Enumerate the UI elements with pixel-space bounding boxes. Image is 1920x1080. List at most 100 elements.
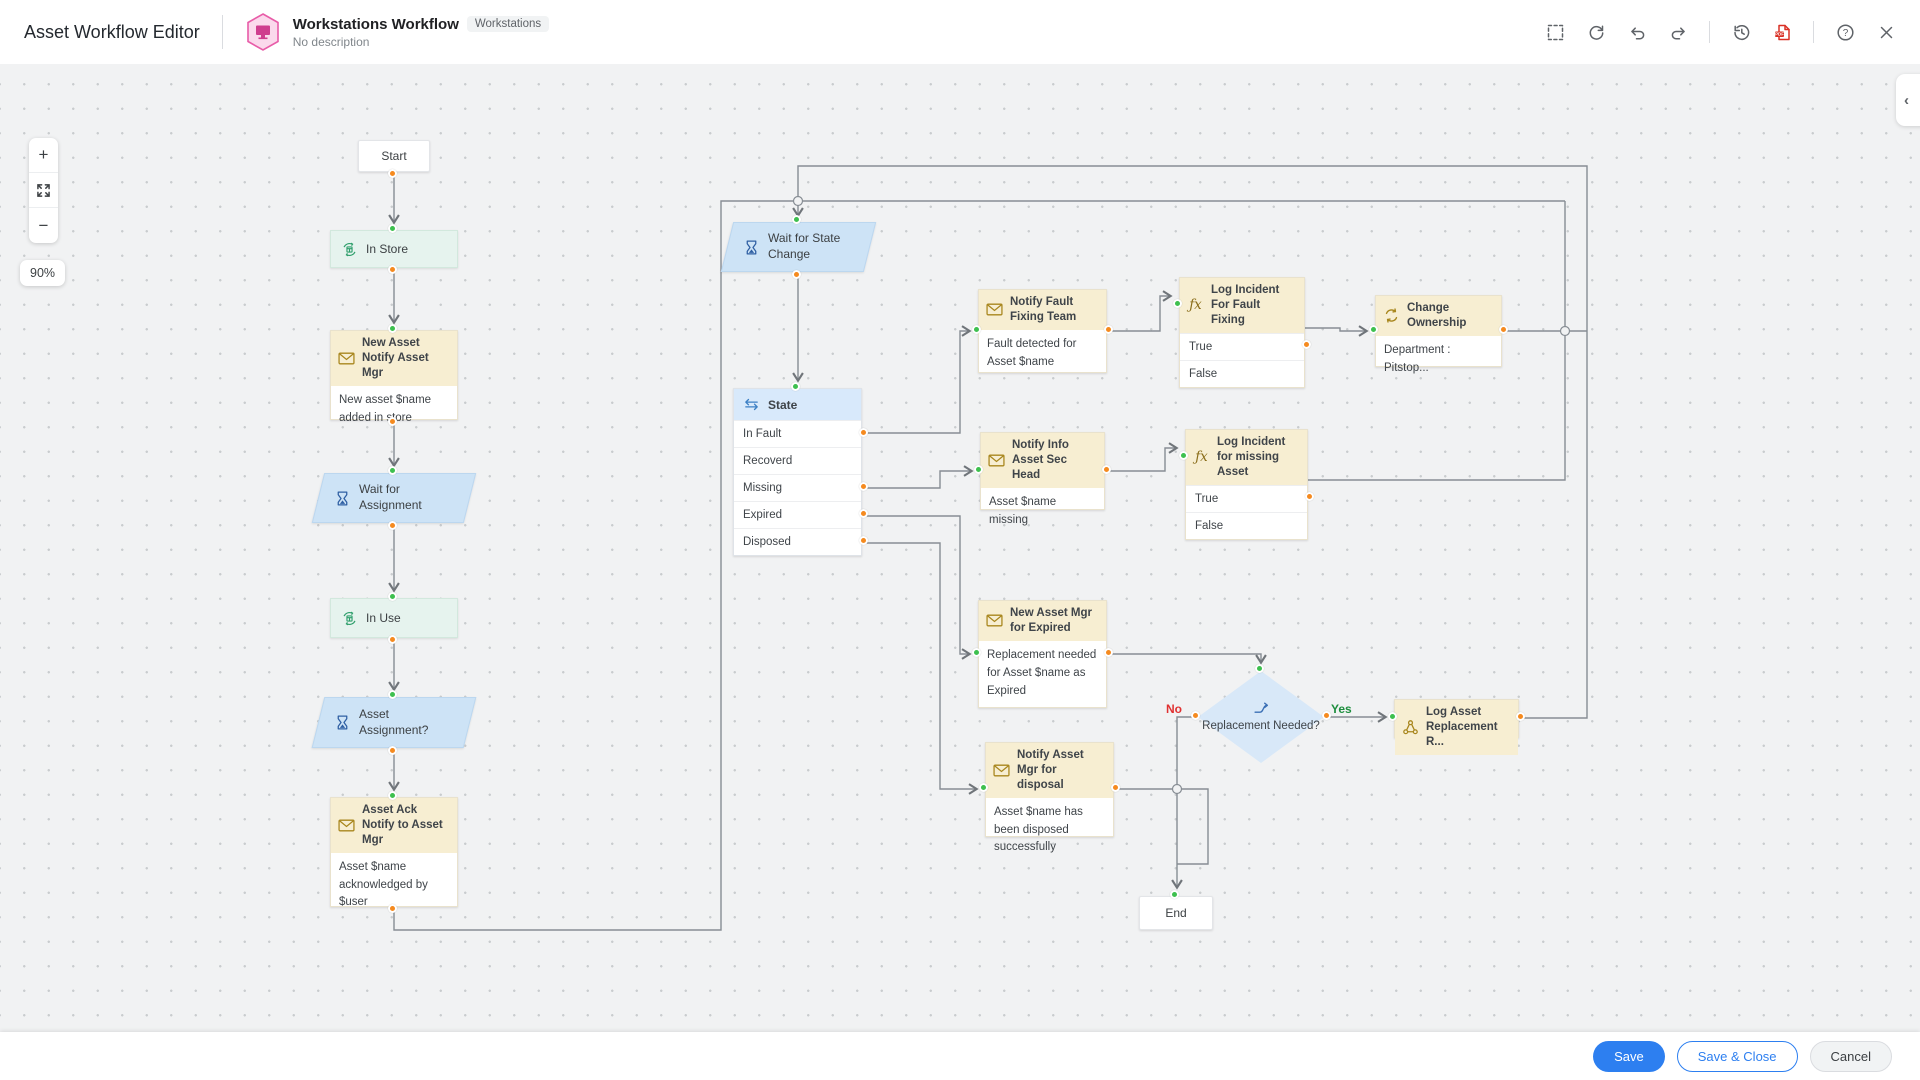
select-area-icon[interactable] [1545, 22, 1565, 42]
out-port[interactable] [859, 427, 868, 437]
in-port[interactable] [1254, 664, 1264, 673]
node-notify-fault-fixing[interactable]: Notify Fault Fixing Team Fault detected … [972, 289, 1113, 373]
workflow-canvas[interactable]: + − 90% ‹ Start In Store [0, 64, 1920, 1032]
save-and-close-button[interactable]: Save & Close [1676, 1040, 1798, 1072]
in-port[interactable] [974, 464, 983, 474]
state-option-disposed[interactable]: Disposed [734, 528, 868, 555]
help-icon[interactable]: ? [1835, 22, 1855, 42]
state-option-recoverd[interactable]: Recoverd [734, 447, 861, 474]
node-change-ownership[interactable]: Change Ownership Department : Pitstop... [1369, 295, 1508, 374]
outcome-false[interactable]: False [1186, 511, 1307, 539]
out-port[interactable] [1111, 783, 1120, 792]
node-new-asset-notify[interactable]: New Asset Notify Asset Mgr New asset $na… [330, 324, 458, 426]
out-port-no[interactable] [1191, 710, 1200, 720]
header-divider [221, 15, 223, 49]
fit-screen-button[interactable] [29, 173, 58, 208]
out-port[interactable] [387, 169, 397, 178]
in-port[interactable] [387, 791, 397, 800]
save-button[interactable]: Save [1593, 1040, 1665, 1072]
in-port[interactable] [387, 592, 397, 601]
node-label: Wait for State Change [768, 231, 841, 261]
undo-icon[interactable] [1627, 22, 1647, 42]
workflow-connectors [388, 165, 1588, 931]
history-icon[interactable] [1731, 22, 1751, 42]
close-icon[interactable] [1876, 22, 1896, 42]
workflow-info: Workstations Workflow Workstations No de… [245, 12, 550, 52]
in-port[interactable] [387, 690, 397, 699]
in-port[interactable] [972, 647, 981, 657]
zoom-in-button[interactable]: + [29, 138, 58, 173]
node-new-asset-expired[interactable]: New Asset Mgr for Expired Replacement ne… [972, 600, 1113, 708]
in-port[interactable] [387, 324, 397, 333]
envelope-icon [988, 452, 1005, 469]
outcome-true[interactable]: True [1180, 332, 1311, 360]
in-port[interactable] [387, 466, 397, 475]
refresh-icon[interactable] [1586, 22, 1606, 42]
in-port[interactable] [387, 224, 397, 233]
outcome-true[interactable]: True [1186, 484, 1314, 512]
in-port[interactable] [1169, 890, 1179, 899]
out-port[interactable] [859, 481, 868, 491]
in-port[interactable] [792, 215, 801, 224]
zoom-level[interactable]: 90% [20, 260, 66, 286]
out-port[interactable] [1305, 492, 1314, 502]
envelope-icon [338, 350, 355, 367]
in-port[interactable] [1179, 450, 1188, 460]
node-notify-disposal[interactable]: Notify Asset Mgr for disposal Asset $nam… [979, 742, 1120, 853]
out-port[interactable] [859, 508, 868, 518]
zoom-controls: + − [29, 138, 58, 243]
node-log-incident-missing[interactable]: ƒx Log Incident for missing Asset True F… [1179, 429, 1314, 540]
in-port[interactable] [791, 382, 800, 391]
workflow-description: No description [292, 34, 370, 49]
cancel-button[interactable]: Cancel [1809, 1040, 1892, 1072]
envelope-icon [986, 612, 1003, 629]
node-start[interactable]: Start [358, 140, 430, 178]
export-pdf-icon[interactable]: PDF [1772, 22, 1792, 42]
in-port[interactable] [1388, 712, 1397, 721]
node-log-incident-fault[interactable]: ƒx Log Incident For Fault Fixing True Fa… [1173, 277, 1311, 388]
state-option-missing[interactable]: Missing [734, 474, 868, 501]
node-asset-assignment[interactable]: Asset Assignment? [311, 690, 477, 755]
in-port[interactable] [979, 783, 988, 792]
node-label: Start [381, 149, 407, 163]
out-port[interactable] [387, 265, 397, 274]
out-port[interactable] [1516, 712, 1525, 721]
envelope-icon [993, 762, 1010, 779]
outcome-false[interactable]: False [1180, 359, 1304, 387]
in-port[interactable] [972, 324, 981, 334]
app-title: Asset Workflow Editor [24, 21, 200, 42]
out-port-yes[interactable] [1322, 710, 1331, 720]
out-port[interactable] [859, 535, 868, 545]
out-port[interactable] [1102, 464, 1111, 474]
out-port[interactable] [1499, 324, 1508, 334]
out-port[interactable] [1104, 324, 1113, 334]
node-asset-ack-notify[interactable]: Asset Ack Notify to Asset Mgr Asset $nam… [330, 791, 458, 913]
out-port[interactable] [1104, 647, 1113, 657]
zoom-out-button[interactable]: − [38, 215, 49, 235]
out-port[interactable] [387, 521, 397, 530]
node-notify-info-missing[interactable]: Notify Info Asset Sec Head Asset $name m… [974, 432, 1111, 526]
panel-expand-tab[interactable]: ‹ [1896, 74, 1920, 126]
state-option-expired[interactable]: Expired [734, 501, 868, 528]
out-port[interactable] [387, 417, 397, 426]
node-replacement-needed[interactable]: Replacement Needed? [1191, 664, 1331, 763]
node-title: Notify Asset Mgr for disposal [1017, 749, 1084, 791]
node-in-use[interactable]: In Use [330, 592, 458, 644]
out-port[interactable] [1302, 340, 1311, 350]
out-port[interactable] [387, 635, 397, 644]
out-port[interactable] [792, 270, 801, 279]
state-option-in-fault[interactable]: In Fault [734, 420, 868, 447]
node-end[interactable]: End [1139, 890, 1213, 930]
in-port[interactable] [1173, 298, 1182, 308]
node-log-replacement[interactable]: Log Asset Replacement R... [1388, 699, 1525, 755]
node-in-store[interactable]: In Store [330, 224, 458, 274]
out-port[interactable] [387, 746, 397, 755]
node-wait-for-assignment[interactable]: Wait for Assignment [311, 466, 477, 530]
redo-icon[interactable] [1668, 22, 1688, 42]
node-body: Asset $name missing [989, 495, 1057, 526]
in-port[interactable] [1369, 324, 1378, 334]
node-state[interactable]: State In Fault Recoverd Missing Expired … [733, 382, 868, 556]
out-port[interactable] [387, 904, 397, 913]
node-wait-for-state-change[interactable]: Wait for State Change [720, 215, 877, 279]
asset-state-icon [341, 241, 358, 258]
